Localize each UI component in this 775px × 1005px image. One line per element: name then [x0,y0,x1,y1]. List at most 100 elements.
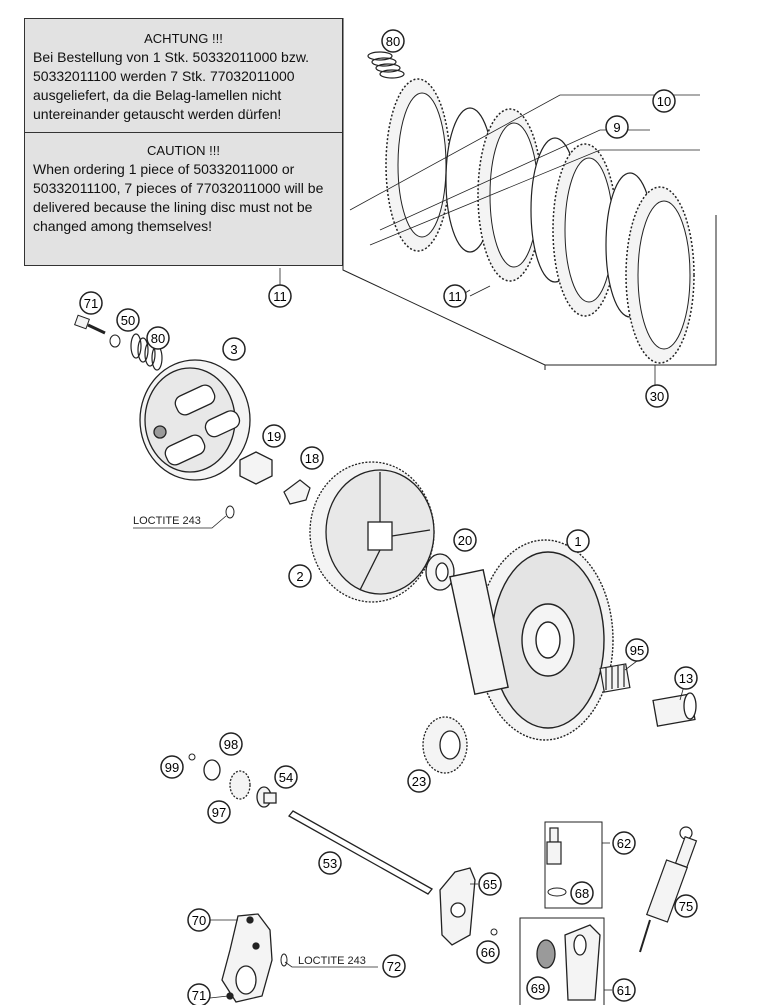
svg-text:19: 19 [267,429,281,444]
callout-97: 97 [207,800,231,824]
svg-text:62: 62 [617,836,631,851]
svg-text:50: 50 [121,313,135,328]
loctite-note-lower: LOCTITE 243 [284,955,378,968]
callout-71-upper: 71 [79,291,103,315]
nut-19 [239,451,273,485]
dowel-66 [490,928,498,936]
callout-95: 95 [625,638,649,662]
callout-66: 66 [476,940,500,964]
loctite-label-upper: LOCTITE 243 [133,515,201,527]
svg-text:30: 30 [650,389,664,404]
callout-80-left: 80 [146,326,170,350]
callout-10: 10 [652,89,676,113]
callout-2: 2 [288,564,312,588]
push-piece-54 [256,786,277,808]
callout-23: 23 [407,769,431,793]
svg-text:70: 70 [192,913,206,928]
svg-text:98: 98 [224,737,238,752]
notice-heading-en: CAUTION !!! [147,143,220,158]
callout-50: 50 [116,308,140,332]
svg-text:95: 95 [630,643,644,658]
svg-text:2: 2 [296,569,303,584]
pressure-plate-3 [139,359,251,481]
callout-69: 69 [526,976,550,1000]
washer-98 [203,759,221,781]
notice-text-de: Bei Bestellung von 1 Stk. 50332011000 bz… [33,49,310,122]
washer-50 [109,334,121,348]
spring-80 [130,333,163,371]
clutch-pack-frame [342,18,717,370]
callout-13: 13 [674,666,698,690]
callout-70: 70 [187,908,211,932]
gasket-65 [439,867,476,946]
bearing-97 [229,770,251,800]
seal-69 [536,939,556,969]
svg-text:99: 99 [165,760,179,775]
svg-text:66: 66 [481,945,495,960]
svg-text:11: 11 [273,289,287,304]
svg-text:97: 97 [212,805,226,820]
callout-1: 1 [566,529,590,553]
callout-3: 3 [222,337,246,361]
needle-bearing-95 [599,663,631,693]
svg-text:65: 65 [483,877,497,892]
gear-23 [422,716,468,774]
callout-72: 72 [382,954,406,978]
callout-99: 99 [160,755,184,779]
callout-61: 61 [612,978,636,1002]
svg-text:1: 1 [574,534,581,549]
callout-98: 98 [219,732,243,756]
svg-text:10: 10 [657,94,671,109]
callout-65: 65 [478,872,502,896]
svg-text:71: 71 [192,988,206,1003]
clutch-disc-stack [385,78,695,364]
caution-notice-box: ACHTUNG !!! Bei Bestellung von 1 Stk. 50… [24,18,343,266]
callout-54: 54 [274,765,298,789]
svg-text:61: 61 [617,983,631,998]
bleeder-screw-62 [546,827,562,865]
callout-53: 53 [318,851,342,875]
svg-text:71: 71 [84,296,98,311]
svg-text:13: 13 [679,671,693,686]
loctite-note-upper: LOCTITE 243 [133,515,227,529]
loctite-label-lower: LOCTITE 243 [298,955,366,967]
svg-text:18: 18 [305,451,319,466]
callout-11-right: 11 [443,284,467,308]
callout-19: 19 [262,424,286,448]
svg-text:53: 53 [323,856,337,871]
callout-68: 68 [570,881,594,905]
svg-text:54: 54 [279,770,293,785]
notice-heading-de: ACHTUNG !!! [144,31,223,46]
syringe-75 [639,826,698,953]
svg-text:68: 68 [575,886,589,901]
svg-text:80: 80 [386,34,400,49]
callout-20: 20 [453,528,477,552]
svg-text:20: 20 [458,533,472,548]
callout-18: 18 [300,446,324,470]
notice-text-en: When ordering 1 piece of 50332011000 or … [33,161,324,234]
svg-text:23: 23 [412,774,426,789]
callout-75: 75 [674,894,698,918]
svg-text:80: 80 [151,331,165,346]
lock-washer-18 [283,479,311,505]
bolt-71 [74,314,106,335]
svg-text:72: 72 [387,959,401,974]
small-washer [225,505,235,519]
slave-cylinder-box-61 [519,917,605,1005]
svg-text:9: 9 [613,120,620,135]
callout-62: 62 [612,831,636,855]
callout-30: 30 [645,384,669,408]
bleeder-box-62 [544,821,603,909]
bushing-13 [652,692,697,727]
svg-text:69: 69 [531,981,545,996]
notice-divider [25,132,342,133]
o-ring-68 [547,887,567,897]
inner-hub-2 [309,461,435,603]
clutch-basket-1 [449,539,614,741]
slave-cylinder-61 [564,924,601,1001]
svg-text:3: 3 [230,342,237,357]
callout-80-top: 80 [381,29,405,53]
svg-text:75: 75 [679,899,693,914]
svg-text:11: 11 [448,289,462,304]
